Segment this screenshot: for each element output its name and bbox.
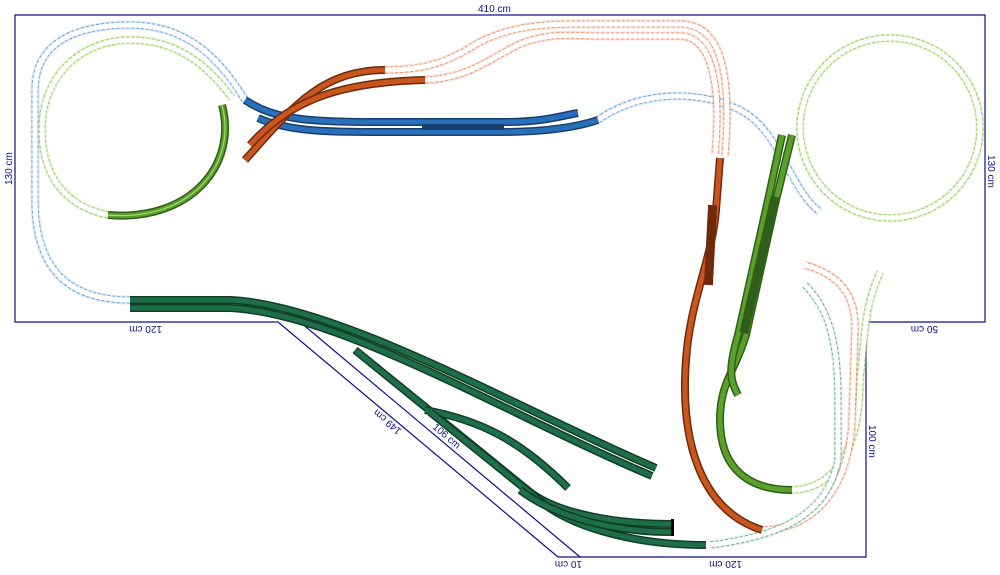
dim-top: 410 cm [478,4,511,15]
track-orange-left [242,66,426,163]
buffer-stop [671,519,674,536]
dim-bottom: 120 cm [709,558,742,569]
track-blue-station [242,96,600,136]
dim-bottom-short: 10 cm [555,558,582,569]
dim-right-lower: 100 cm [866,425,877,458]
dim-right: 130 cm [985,155,996,188]
hidden-track-blue-right [595,91,823,216]
track-green-right [715,134,796,494]
dim-bottom-left: 120 cm [129,323,162,334]
track-green-left-arc [107,103,230,220]
track-dark-green-main [130,296,658,480]
platform [739,195,780,335]
diagonal-inner-line [299,321,581,558]
hidden-track-blue-left-loop [30,20,249,305]
dim-diagonal-outer: 149 cm [372,407,404,437]
room-outline [14,14,986,558]
dim-right-step: 50 cm [911,323,938,334]
track-orange-vertical [681,157,764,534]
dim-left: 130 cm [4,152,15,185]
track-dark-green-yard [352,346,707,549]
platform [703,204,718,286]
hidden-track-green-right-loop [789,33,985,495]
hidden-track-teal [709,281,843,550]
hidden-track-orange-top [384,19,732,156]
hidden-track-green-left-loop [37,35,236,220]
platform [422,124,504,130]
